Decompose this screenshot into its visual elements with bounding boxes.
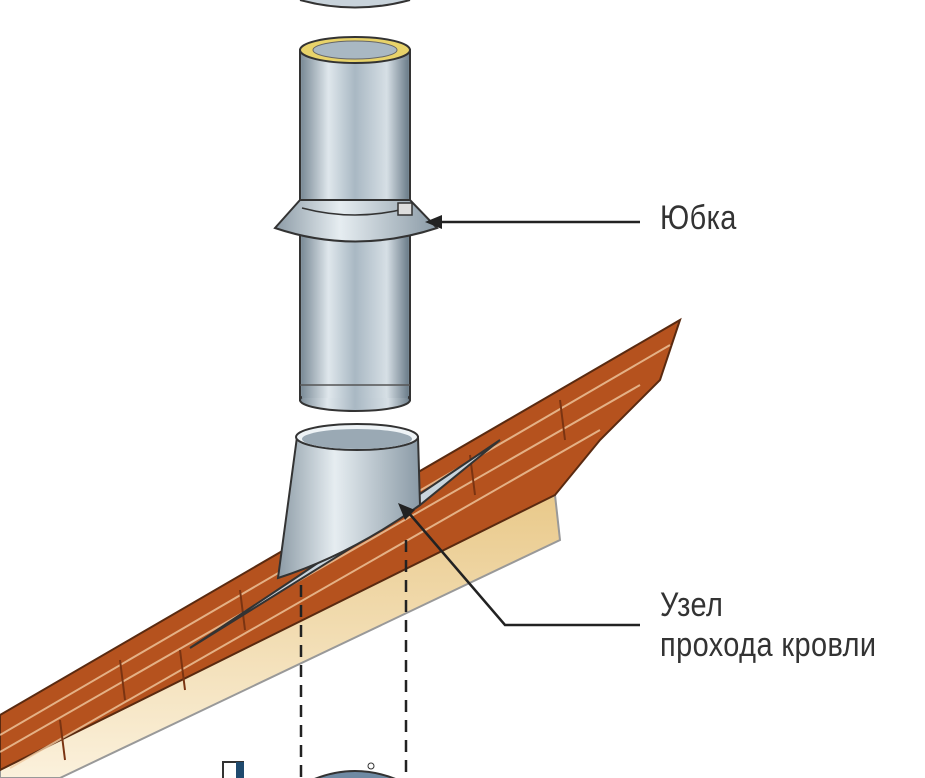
bottom-dome bbox=[314, 770, 396, 778]
skirt-clamp bbox=[397, 202, 413, 216]
label-skirt: Юбка bbox=[660, 199, 737, 237]
skirt-arrowhead bbox=[425, 215, 442, 229]
roof-underside bbox=[0, 493, 562, 778]
bottom-bracket bbox=[222, 761, 244, 778]
label-roof-pass-line1: Узел bbox=[660, 586, 724, 624]
flashing-plate bbox=[189, 439, 501, 649]
roof-pass-arrowhead bbox=[398, 503, 415, 520]
roof-pass-cone bbox=[276, 436, 422, 580]
label-roof-pass-line2: прохода кровли bbox=[660, 626, 877, 664]
upper-pipe-end bbox=[299, 0, 411, 9]
